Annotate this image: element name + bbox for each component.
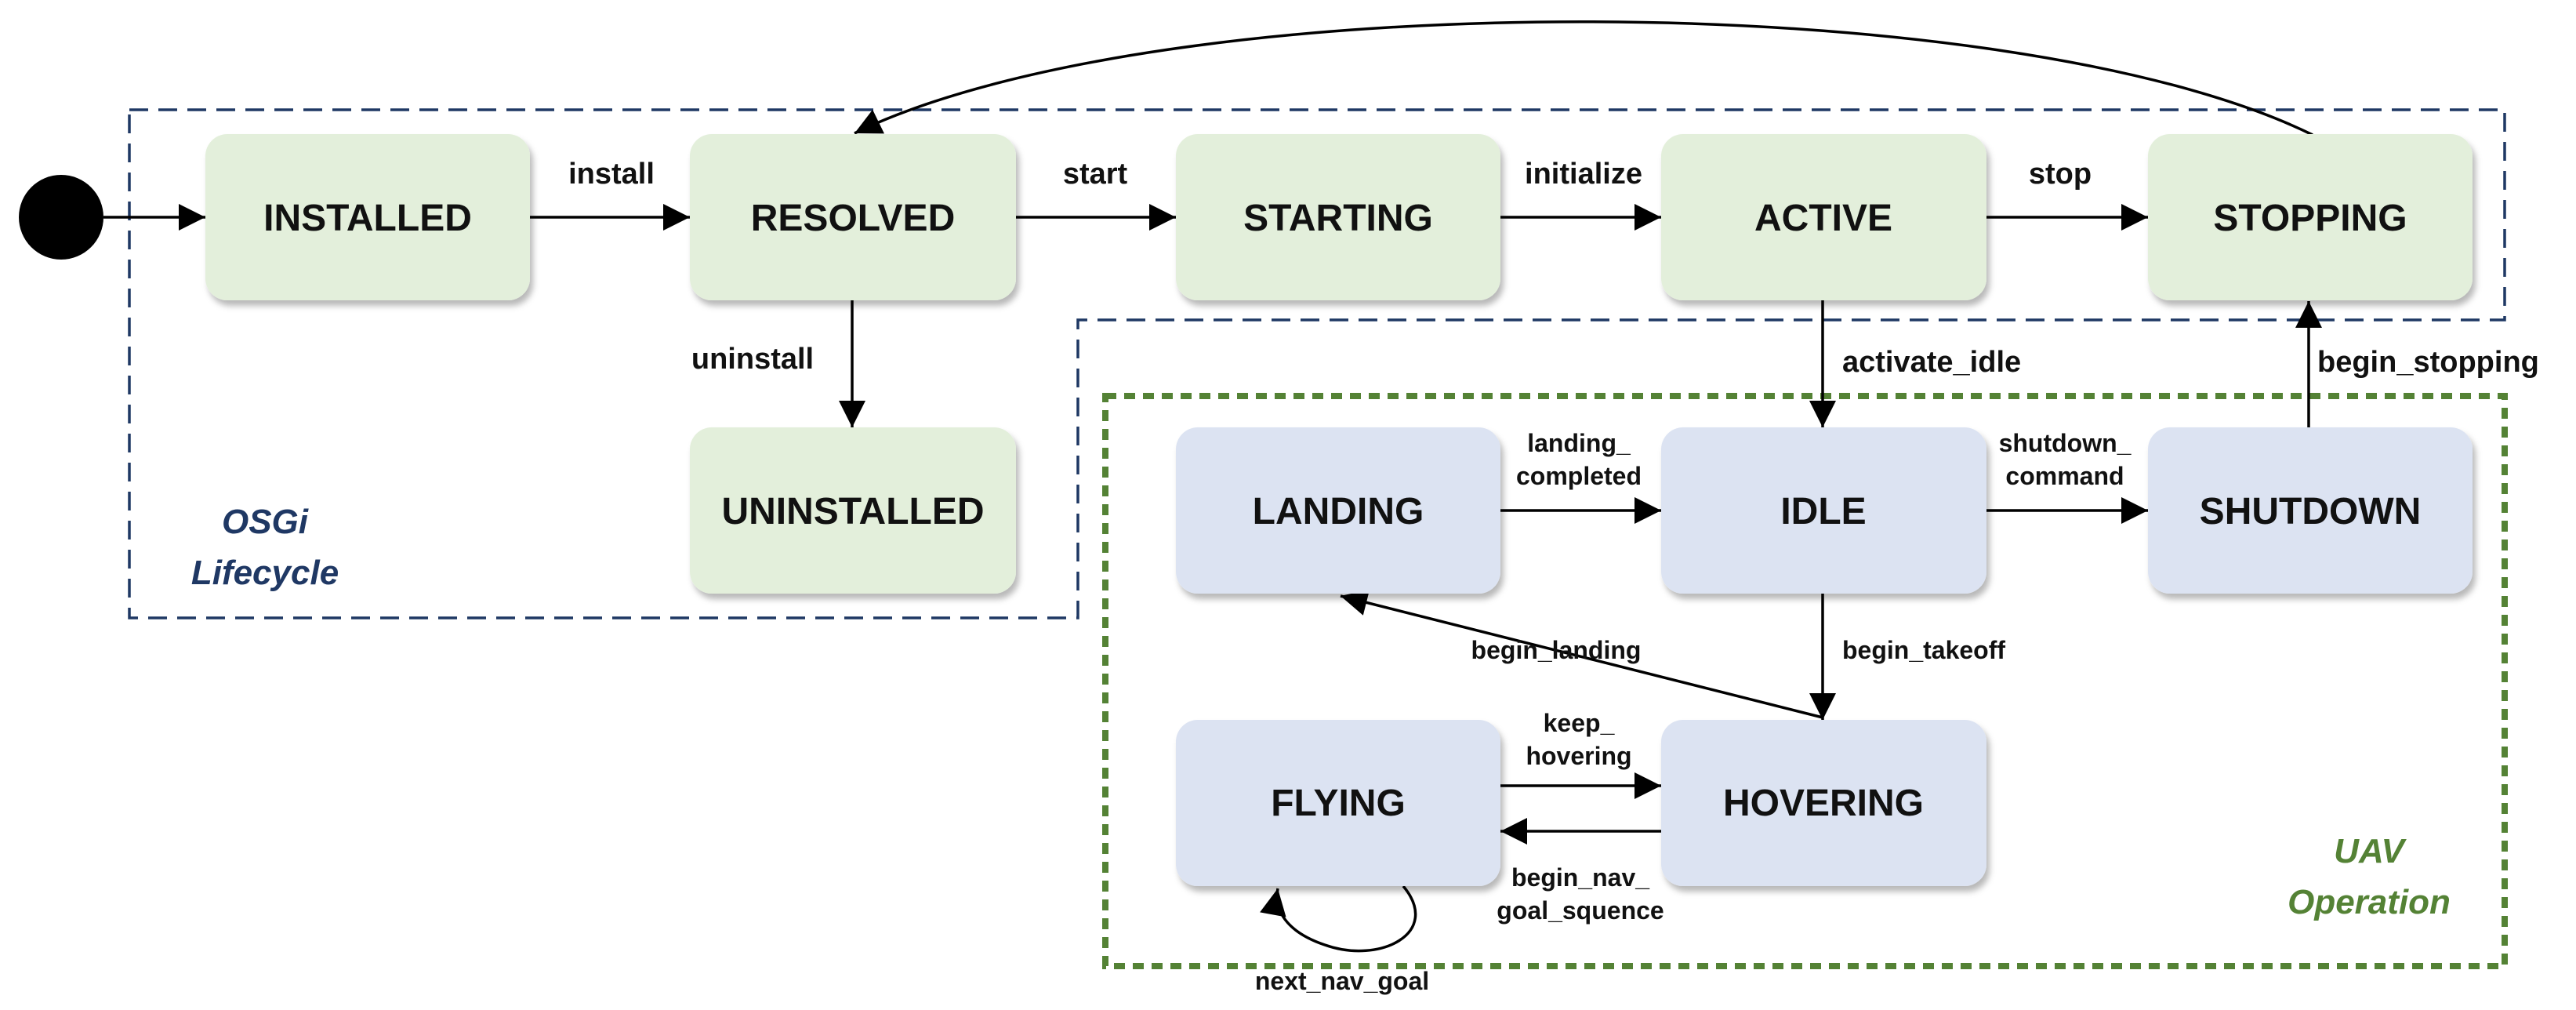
label-next-nav-goal: next_nav_goal [1255,967,1429,995]
label-shutdown-command-line1: shutdown_ [1999,429,2132,457]
svg-text:STOPPING: STOPPING [2213,198,2407,239]
label-start: start [1063,158,1128,191]
edge-next-nav-goal [1260,885,1417,953]
label-begin-nav-goal-squence-line1: begin_nav_ [1511,863,1650,892]
label-keep-hovering-line2: hovering [1526,742,1631,770]
state-uninstalled: UNINSTALLED [690,427,1016,594]
state-resolved: RESOLVED [690,134,1016,300]
svg-text:RESOLVED: RESOLVED [751,198,955,239]
osgi-lifecycle-label-line2: Lifecycle [191,554,339,592]
label-begin-stopping: begin_stopping [2317,346,2539,379]
state-installed: INSTALLED [205,134,530,300]
label-begin-nav-goal-squence-line2: goal_squence [1497,896,1664,925]
state-stopping: STOPPING [2148,134,2473,300]
edge-begin-landing [1340,589,1823,719]
label-begin-takeoff: begin_takeoff [1842,636,2005,664]
label-shutdown-command-line2: command [2005,462,2124,490]
label-begin-landing: begin_landing [1471,636,1642,664]
svg-text:IDLE: IDLE [1780,491,1866,532]
label-landing-completed-line1: landing_ [1527,429,1631,457]
svg-text:LANDING: LANDING [1253,491,1424,532]
svg-text:ACTIVE: ACTIVE [1754,198,1892,239]
state-flying: FLYING [1176,720,1500,886]
svg-text:HOVERING: HOVERING [1723,783,1924,824]
label-initialize: initialize [1525,158,1642,191]
osgi-lifecycle-label-line1: OSGi [222,503,309,541]
state-shutdown: SHUTDOWN [2148,427,2473,594]
uav-operation-label-line2: Operation [2288,883,2451,921]
state-active: ACTIVE [1661,134,1986,300]
label-install: install [568,158,655,191]
edge-stopping-to-resolved [854,20,2313,136]
uav-operation-label-line1: UAV [2334,832,2407,870]
state-landing: LANDING [1176,427,1500,594]
label-stop: stop [2029,158,2092,191]
label-uninstall: uninstall [691,343,814,376]
label-activate-idle: activate_idle [1842,346,2021,379]
svg-text:UNINSTALLED: UNINSTALLED [721,491,984,532]
initial-state-node [19,175,103,260]
state-starting: STARTING [1176,134,1500,300]
osgi-lifecycle-region [128,108,2506,619]
svg-text:SHUTDOWN: SHUTDOWN [2200,491,2422,532]
svg-text:INSTALLED: INSTALLED [263,198,472,239]
svg-text:STARTING: STARTING [1243,198,1433,239]
uav-operation-region [1102,393,2508,969]
svg-text:FLYING: FLYING [1271,783,1406,824]
state-hovering: HOVERING [1661,720,1986,886]
label-landing-completed-line2: completed [1516,462,1642,490]
label-keep-hovering-line1: keep_ [1544,709,1616,737]
state-idle: IDLE [1661,427,1986,594]
